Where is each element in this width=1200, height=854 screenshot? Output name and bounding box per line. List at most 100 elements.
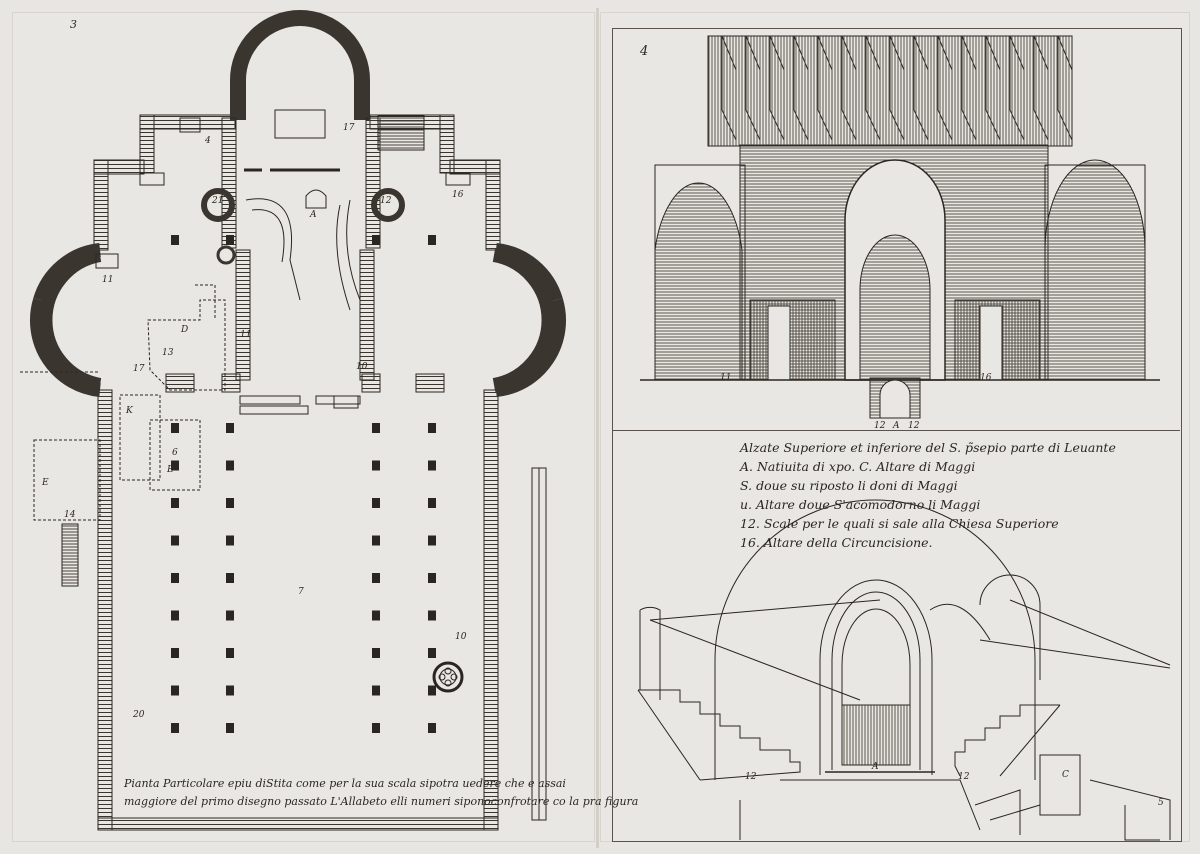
perspective-label: 12 xyxy=(745,772,757,782)
plan-label: 10 xyxy=(356,362,368,372)
plan-label: A xyxy=(310,210,317,220)
plan-label: 16 xyxy=(452,190,464,200)
plan-label: 7 xyxy=(298,587,304,597)
perspective-label: 5 xyxy=(1158,798,1164,808)
elevation-label: 12 xyxy=(908,421,920,431)
nave-pillar xyxy=(226,723,234,733)
round-chapels xyxy=(201,188,405,265)
nave-pillar xyxy=(171,610,179,621)
nave-pillar xyxy=(372,685,380,696)
nave-pillar xyxy=(428,498,436,508)
nave-pillar xyxy=(428,573,436,583)
legend-line: A. Natiuita di xpo. C. Altare di Maggi xyxy=(740,459,976,474)
plan-label: E xyxy=(167,465,174,475)
nave-pillar xyxy=(428,423,436,433)
center-fold xyxy=(596,8,599,848)
grotto-outlines xyxy=(20,284,226,521)
plan-label: 17 xyxy=(343,123,355,133)
nave-pillar xyxy=(372,535,380,546)
nave-pillar xyxy=(226,610,234,621)
plan-caption-line: maggiore del primo disegno passato L'All… xyxy=(124,795,639,808)
rosette xyxy=(432,661,464,693)
nave-pillar xyxy=(372,498,380,508)
elevation-label: 12 xyxy=(874,421,886,431)
legend-line: 12. Scale per le quali si sale alla Chie… xyxy=(740,516,1059,531)
legend-line: u. Altare doue S'acomodorno li Maggi xyxy=(740,497,981,512)
choir-walls xyxy=(165,117,445,393)
legend-line: S. doue su riposto li doni di Maggi xyxy=(740,478,958,493)
nave-pillar xyxy=(226,535,234,546)
nave-pillar xyxy=(428,535,436,546)
right-page-number: 4 xyxy=(640,44,649,59)
nave-pillars xyxy=(171,235,436,733)
plan-altars xyxy=(95,109,471,415)
plan-apses xyxy=(29,10,567,397)
legend-line: Alzate Superiore et inferiore del S. p̃s… xyxy=(740,440,1116,455)
plan-label: 17 xyxy=(133,364,145,374)
nave-pillar xyxy=(428,610,436,621)
scale-bar xyxy=(531,467,547,821)
plan-label: 4 xyxy=(205,136,211,146)
elevation-label: 11 xyxy=(720,373,732,383)
plan-label: E xyxy=(42,478,49,488)
perspective-label: A xyxy=(872,762,879,772)
spiral-stairs xyxy=(244,168,361,311)
nave-pillar xyxy=(372,460,380,471)
nave-pillar xyxy=(171,573,179,583)
plate-divider xyxy=(612,430,1180,431)
nave-pillar xyxy=(372,610,380,621)
nave-pillar xyxy=(171,685,179,696)
plan-label: 11 xyxy=(102,275,114,285)
elevation-label: 16 xyxy=(980,373,992,383)
plan-label: 14 xyxy=(64,510,76,520)
perspective-label: 12 xyxy=(958,772,970,782)
left-page-number: 3 xyxy=(70,18,77,31)
plan-label: 20 xyxy=(133,710,145,720)
nave-pillar xyxy=(226,460,234,471)
nave-pillar xyxy=(226,573,234,583)
nave-pillar xyxy=(372,723,380,733)
nave-pillar xyxy=(171,498,179,508)
nave-pillar xyxy=(428,685,436,696)
nave-pillar xyxy=(372,235,380,245)
nave-pillar xyxy=(226,685,234,696)
legend-line: 16. Altare della Circuncisione. xyxy=(740,535,933,550)
nave-pillar xyxy=(428,460,436,471)
nave-pillar xyxy=(171,723,179,733)
plan-label: 21 xyxy=(212,196,224,206)
plan-label: 12 xyxy=(380,196,392,206)
nave-pillar xyxy=(226,648,234,658)
nave-pillar xyxy=(171,648,179,658)
nave-pillar xyxy=(428,723,436,733)
plan-label: D xyxy=(181,325,189,335)
nave-pillar xyxy=(171,423,179,433)
plan-label: K xyxy=(126,406,133,416)
elevation-body xyxy=(640,35,1160,419)
plan-caption-line: Pianta Particolare epiu diStita come per… xyxy=(124,777,566,790)
nave-pillar xyxy=(428,648,436,658)
nave-pillar xyxy=(171,460,179,471)
nave-pillar xyxy=(372,573,380,583)
nave-pillar xyxy=(171,535,179,546)
lower-left-stair xyxy=(61,523,79,587)
plan-label: 11 xyxy=(240,330,252,340)
right-plate-frame xyxy=(612,28,1182,842)
perspective-label: C xyxy=(1062,770,1069,780)
nave-pillar xyxy=(372,423,380,433)
nave-pillar xyxy=(171,235,179,245)
perspective-drawing xyxy=(637,499,1171,841)
plan-label: 13 xyxy=(162,348,174,358)
nave-pillar xyxy=(372,648,380,658)
plan-label: 10 xyxy=(455,632,467,642)
nave-pillar xyxy=(226,498,234,508)
nave-pillar xyxy=(226,423,234,433)
plan-staircase xyxy=(377,115,425,151)
nave-pillar xyxy=(428,235,436,245)
elevation-label: A xyxy=(893,421,900,431)
plan-walls xyxy=(93,114,501,831)
plan-label: 6 xyxy=(172,448,178,458)
nave-pillar xyxy=(226,235,234,245)
